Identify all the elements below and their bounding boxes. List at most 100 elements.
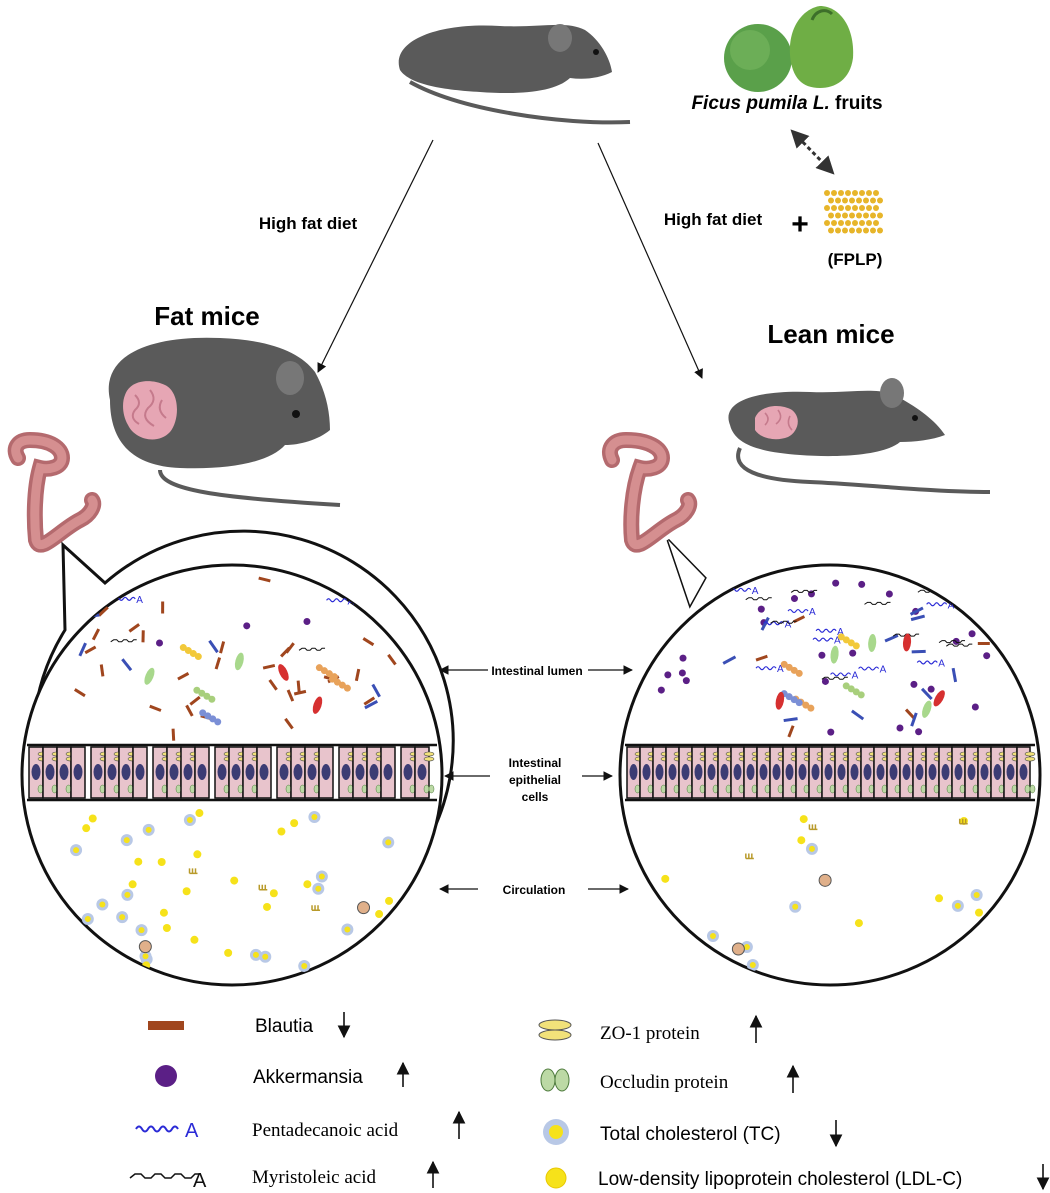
ldl-particle [224,948,233,957]
left-diet-label: High fat diet [259,214,358,233]
cell-nucleus [980,764,989,780]
bacteria-cluster [343,684,351,692]
total-cholesterol-core [954,902,961,909]
akkermansia-bacterium [821,677,829,685]
total-cholesterol-particle [86,959,99,972]
left-diet-arrow [317,139,434,373]
fruit-name: Ficus pumila L. [691,93,829,114]
fplp-bead [852,220,858,226]
cell-nucleus [321,764,331,780]
cell-nucleus [417,764,427,780]
top-mouse-icon [398,24,631,125]
cell-nucleus [73,764,83,780]
total-cholesterol-core [252,951,259,958]
blautia-bacterium [185,704,194,717]
receptor-glyph [258,884,268,891]
cell-nucleus [307,764,317,780]
circulation-label: Circulation [503,883,566,897]
fplp-bead [856,227,862,234]
rod-bacterium [884,634,899,643]
cell-nucleus [183,764,193,780]
right-diet-label: High fat diet [664,210,763,229]
ficus-fruit-icon [724,6,854,92]
myristoleic-acid-molecule [892,633,920,637]
pentadecanoic-acid-tag: A [136,595,143,606]
fplp-bead [870,227,876,234]
cell-nucleus [681,764,690,780]
fplp-bead [866,220,872,226]
cell-nucleus [876,764,885,780]
fplp-bead [873,190,879,196]
legend-ldl-label: Low-density lipoprotein cholesterol (LDL… [598,1169,962,1190]
legend-tc-label: Total cholesterol (TC) [600,1124,781,1145]
flagellated-bacterium [830,645,839,664]
lumen-label: Intestinal lumen [491,664,582,678]
ldl-particle [277,827,286,836]
blautia-bacterium [904,708,916,720]
pentadecanoic-acid-molecule [787,608,809,614]
blood-cell [818,873,832,887]
fplp-bead [835,197,841,204]
myristoleic-acid-molecule [110,639,137,643]
rod-bacterium [909,606,924,616]
fplp-bead [828,227,834,234]
pentadecanoic-acid-tag: A [834,636,841,647]
total-cholesterol-core [315,885,322,892]
cell-nucleus [889,764,898,780]
fplp-bead [842,212,848,219]
blautia-bacterium [354,668,361,682]
flagellated-bacterium [775,691,785,710]
pentadecanoic-acid-icon: A [135,1120,199,1142]
myristoleic-acid-icon: A [129,1170,207,1192]
fplp-bead [828,197,834,204]
rod-bacterium [783,717,798,723]
fplp-bead [845,190,851,196]
cell-nucleus [279,764,289,780]
occludin-protein [428,784,435,794]
cell-nucleus [383,764,393,780]
blautia-bacterium [91,628,101,641]
total-cholesterol-core [262,953,269,960]
blautia-bacterium [99,664,105,677]
akkermansia-bacterium [818,651,826,659]
blautia-bacterium [189,695,201,706]
blautia-bacterium [97,606,109,617]
blautia-bacterium [387,653,397,666]
blautia-bacterium [73,688,86,698]
total-cholesterol-core [99,901,106,908]
receptor-glyph [808,824,818,831]
pentadecanoic-acid-molecule [755,666,777,671]
blautia-bacterium [977,641,990,645]
left-colon-icon [7,431,102,553]
cell-nucleus [59,764,69,780]
akkermansia-bacterium [971,703,979,711]
cell-nucleus [231,764,241,780]
blautia-bacterium [214,657,222,670]
cell-nucleus [915,764,924,780]
blautia-bacterium [171,728,176,741]
ldl-particle [303,880,312,889]
ldl-particle [134,857,143,866]
blautia-bacterium [664,590,678,598]
ldl-particle [797,836,806,845]
blautia-bacterium [293,689,307,696]
fplp-bead [863,212,869,219]
flagellated-bacterium [234,652,244,671]
blautia-bacterium [284,717,294,730]
ldl-particle [89,955,98,964]
rod-bacterium [722,655,737,665]
ldl-particle [974,908,983,917]
pentadecanoic-acid-molecule [326,598,348,603]
cell-nucleus [863,764,872,780]
cell-nucleus [967,764,976,780]
blood-cell [138,940,152,954]
cell-nucleus [259,764,269,780]
lean-mice-title: Lean mice [767,319,894,349]
legend-blautia-label: Blautia [255,1016,314,1037]
fplp-bead [859,220,865,226]
receptor-glyph [188,868,198,875]
total-cholesterol-core [385,839,392,846]
bacteria-cluster [214,718,222,726]
fplp-bead [877,212,883,219]
